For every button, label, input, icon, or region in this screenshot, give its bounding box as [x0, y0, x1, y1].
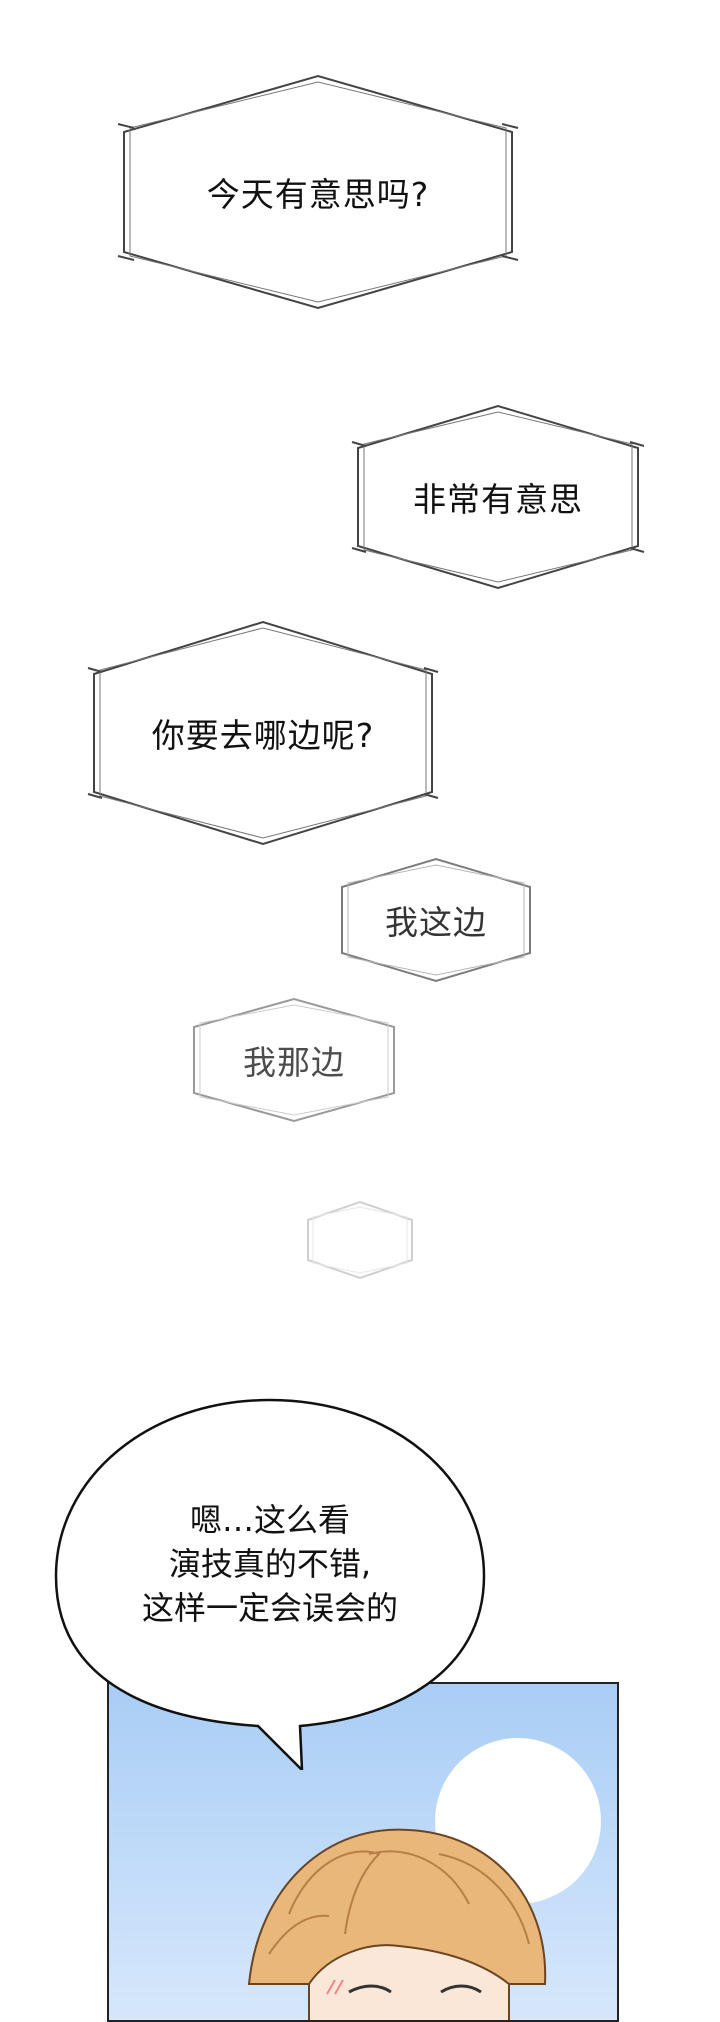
hex-bubble-outline	[307, 1200, 413, 1280]
speech-line-1: 嗯…这么看	[189, 1501, 350, 1539]
hex-bubble-text: 我这边	[385, 903, 487, 942]
hex-bubble-outline	[87, 620, 439, 846]
speech-line-3: 这样一定会误会的	[141, 1589, 398, 1627]
hex-bubble-4: 我这边	[336, 855, 536, 985]
hex-bubble-outline	[193, 997, 395, 1123]
character-hair	[247, 1828, 547, 1985]
hex-bubble-1: 今天有意思吗?	[117, 72, 519, 312]
hex-bubble-text: 我那边	[243, 1043, 345, 1082]
speech-bubble-shape	[54, 1398, 486, 1770]
hex-bubble-text: 你要去哪边呢?	[151, 716, 375, 755]
hex-bubble-text: 今天有意思吗?	[206, 175, 430, 214]
hex-bubble-3: 你要去哪边呢?	[87, 618, 439, 848]
hex-bubble-text: 非常有意思	[413, 480, 583, 519]
hex-bubble-5: 我那边	[188, 995, 400, 1125]
hex-bubble-outline	[341, 857, 531, 983]
speech-bubble-text: 嗯…这么看 演技真的不错, 这样一定会误会的	[70, 1498, 470, 1630]
speech-bubble: 嗯…这么看 演技真的不错, 这样一定会误会的	[40, 1390, 500, 1770]
hex-bubble-text	[304, 1198, 416, 1282]
speech-line-2: 演技真的不错,	[168, 1545, 372, 1583]
hex-bubble-2: 非常有意思	[351, 402, 645, 592]
hex-bubble-outline	[117, 74, 519, 310]
hex-bubble-outline	[351, 404, 645, 590]
hex-bubble-6-empty	[304, 1198, 416, 1282]
